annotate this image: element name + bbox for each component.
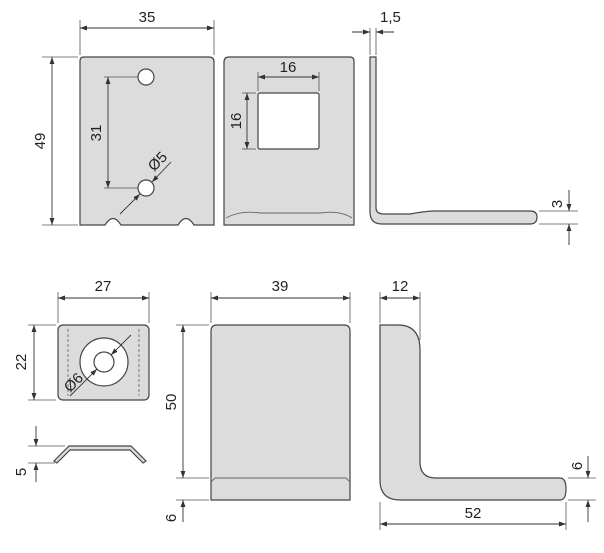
large-width-label: 39	[272, 278, 289, 295]
mounting-hole-lower	[137, 179, 155, 197]
bottom-side-view: 12 52 6	[379, 278, 596, 530]
foot-height-label: 3	[549, 200, 566, 208]
side-thickness-label: 12	[392, 278, 409, 295]
mounting-hole-upper	[137, 68, 155, 86]
top-side-profile	[369, 56, 538, 225]
bottom-front-view: 39 50 6	[163, 278, 351, 522]
hole-spacing-label: 31	[88, 125, 105, 142]
plate-width-label: 27	[95, 278, 112, 295]
width-label: 35	[139, 9, 156, 26]
profile-height-label: 5	[13, 468, 30, 476]
thickness-label: 1,5	[380, 9, 401, 26]
top-side-view: 1,5 3	[352, 9, 578, 245]
center-hole	[93, 351, 115, 373]
hole-diameter-leader	[119, 193, 141, 215]
height-label: 49	[32, 133, 49, 150]
plate-hole-leader	[69, 368, 98, 397]
large-front-plate	[210, 324, 351, 501]
top-front-view: 35 49 31 Ø5	[32, 9, 215, 226]
bent-profile	[53, 445, 147, 464]
square-window	[257, 92, 320, 150]
large-height-label: 50	[163, 394, 180, 411]
large-foot-label: 6	[163, 514, 180, 522]
top-back-view: 16 16	[223, 56, 355, 226]
bottom-profile-view: 5	[13, 426, 147, 482]
large-side-profile	[379, 324, 567, 501]
side-depth-label: 52	[465, 505, 482, 522]
plate-height-label: 22	[13, 354, 30, 371]
window-width-label: 16	[280, 59, 297, 76]
window-height-label: 16	[228, 113, 245, 130]
top-front-plate	[79, 56, 215, 226]
bottom-plate-view: 27 22 Ø6	[13, 278, 150, 401]
side-foot-label: 6	[569, 462, 586, 470]
